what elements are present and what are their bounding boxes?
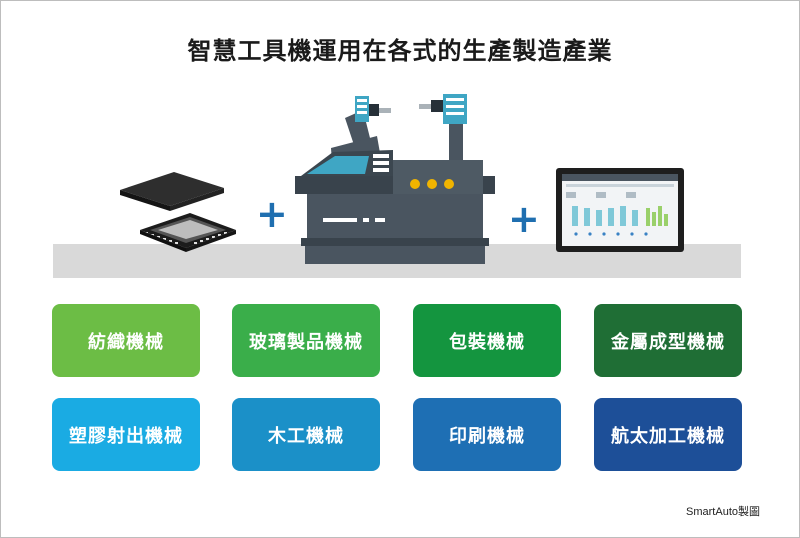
industry-metal-forming-machinery: 金屬成型機械 <box>594 304 742 377</box>
industry-plastic-injection-machinery: 塑膠射出機械 <box>52 398 200 471</box>
industry-printing-machinery: 印刷機械 <box>413 398 561 471</box>
image-credit: SmartAuto製圖 <box>686 506 760 518</box>
industry-aerospace-machinery: 航太加工機械 <box>594 398 742 471</box>
touch-panel-icon <box>556 168 684 252</box>
industry-glass-machinery: 玻璃製品機械 <box>232 304 380 377</box>
plus-sign: + <box>256 192 288 236</box>
plus-sign: + <box>508 197 540 241</box>
machine-tool-icon <box>295 94 495 264</box>
industry-packaging-machinery: 包裝機械 <box>413 304 561 377</box>
page-title: 智慧工具機運用在各式的生產製造產業 <box>187 37 613 65</box>
industry-woodworking-machinery: 木工機械 <box>232 398 380 471</box>
chip-icon <box>120 172 236 252</box>
industry-textile-machinery: 紡織機械 <box>52 304 200 377</box>
